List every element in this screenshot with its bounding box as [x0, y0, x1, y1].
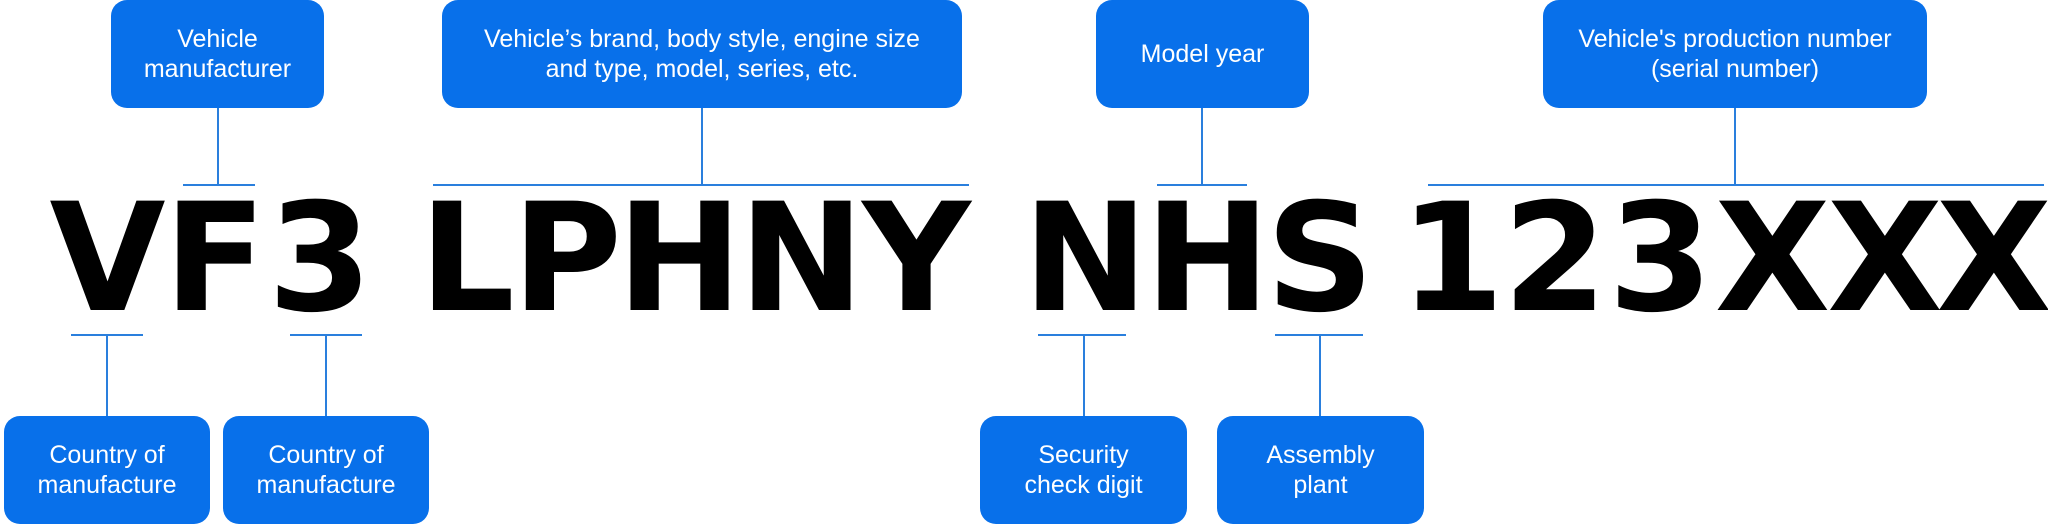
- label-line: Vehicle’s brand, body style, engine size: [484, 25, 920, 53]
- vin-char-14: 3: [1608, 172, 1713, 346]
- label-model-year: Model year: [1096, 0, 1309, 108]
- label-line: Country of: [49, 441, 165, 469]
- vin-char-6: H: [616, 172, 743, 346]
- vin-char-3: 3: [267, 172, 373, 346]
- vin-char-17: X: [1936, 172, 2048, 346]
- label-country-of-manufacture-1: Country of manufacture: [4, 416, 210, 524]
- connector-security-bracket: [1038, 334, 1126, 336]
- label-line: manufacture: [37, 471, 177, 499]
- label-line: manufacturer: [143, 55, 292, 83]
- vin-char-9: N: [1022, 172, 1149, 346]
- label-line: Country of: [268, 441, 384, 469]
- vin-char-16: X: [1827, 172, 1943, 346]
- connector-production-vertical: [1734, 108, 1736, 186]
- vin-char-12: 1: [1399, 172, 1505, 346]
- label-security-check-digit: Security check digit: [980, 416, 1187, 524]
- vin-char-15: X: [1714, 172, 1831, 346]
- label-line: Assembly: [1266, 441, 1375, 469]
- connector-security-vertical: [1083, 334, 1085, 416]
- label-country-of-manufacture-2: Country of manufacture: [223, 416, 429, 524]
- vin-char-10: H: [1144, 172, 1271, 346]
- vin-char-5: P: [512, 172, 622, 346]
- label-line: Model year: [1140, 40, 1265, 68]
- vin-char-13: 2: [1502, 172, 1608, 346]
- label-line: plant: [1293, 471, 1348, 499]
- label-vehicle-manufacturer: Vehicle manufacturer: [111, 0, 324, 108]
- label-assembly-plant: Assembly plant: [1217, 416, 1424, 524]
- vin-char-11: S: [1265, 172, 1375, 346]
- connector-descriptor-bracket: [433, 184, 969, 186]
- connector-model-year-vertical: [1201, 108, 1203, 186]
- connector-assembly-vertical: [1319, 334, 1321, 416]
- connector-manufacturer-vertical: [217, 108, 219, 186]
- connector-country2-vertical: [325, 334, 327, 416]
- label-production-number: Vehicle's production number (serial numb…: [1543, 0, 1927, 108]
- label-line: (serial number): [1650, 55, 1820, 83]
- vin-char-2: F: [163, 172, 267, 346]
- connector-descriptor-vertical: [701, 108, 703, 186]
- connector-country1-vertical: [106, 334, 108, 416]
- label-line: Vehicle: [177, 25, 258, 53]
- connector-model-year-bracket: [1157, 184, 1247, 186]
- connector-production-bracket: [1428, 184, 2044, 186]
- vin-char-1: V: [49, 172, 166, 346]
- label-line: check digit: [1024, 471, 1143, 499]
- vin-char-8: Y: [862, 172, 971, 346]
- vin-char-7: N: [738, 172, 865, 346]
- vin-char-4: L: [419, 172, 515, 346]
- connector-manufacturer-bracket: [183, 184, 255, 186]
- label-vehicle-descriptor: Vehicle’s brand, body style, engine size…: [442, 0, 962, 108]
- label-line: Security: [1038, 441, 1129, 469]
- label-line: manufacture: [256, 471, 396, 499]
- label-line: and type, model, series, etc.: [545, 55, 859, 83]
- label-line: Vehicle's production number: [1578, 25, 1892, 53]
